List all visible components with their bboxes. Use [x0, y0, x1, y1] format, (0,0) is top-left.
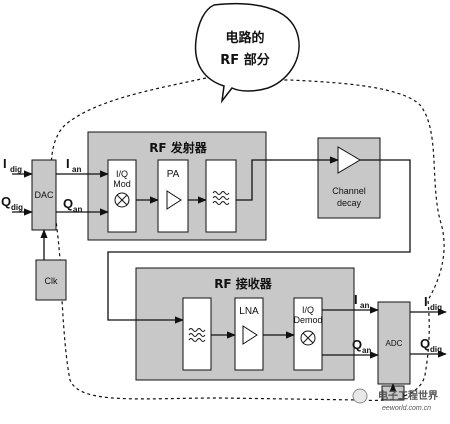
bubble-line1: 电路的 [225, 30, 264, 46]
rf-transmitter: RF 发射器 I/Q Mod PA [87, 131, 267, 241]
clk-block: Clk [35, 259, 67, 301]
svg-text:an: an [362, 346, 371, 355]
filter-icon [188, 328, 206, 342]
watermark-url: eeworld.com.cn [382, 405, 431, 412]
svg-text:dig: dig [430, 345, 442, 354]
rf-boundary-dashed [50, 74, 445, 402]
filter-icon [212, 191, 230, 205]
signal-label-q-dig-out: Q dig [420, 336, 442, 354]
rx-filter [182, 297, 212, 371]
svg-text:dig: dig [11, 203, 23, 212]
svg-text:an: an [72, 165, 81, 174]
adc-label: ADC [386, 339, 403, 348]
lna-label: LNA [239, 306, 259, 317]
clk-label: Clk [45, 276, 58, 286]
signal-label-q-an-in: Q an [63, 196, 82, 214]
svg-text:an: an [360, 301, 369, 310]
signal-label-i-dig-in: I dig [3, 156, 22, 174]
svg-text:I: I [3, 156, 7, 171]
signal-label-q-dig-in: Q dig [1, 194, 23, 212]
tx-filter [205, 159, 237, 233]
channel-label2: decay [337, 198, 362, 208]
iq-modulator: I/Q Mod [107, 159, 137, 233]
signal-label-i-dig-out: I dig [424, 294, 442, 312]
amplifier-icon [242, 325, 258, 345]
dac-label: DAC [34, 190, 54, 200]
dac-block: DAC [31, 159, 57, 231]
signal-wires [12, 156, 447, 393]
svg-text:Q: Q [352, 337, 362, 352]
bubble-line2: RF 部分 [220, 52, 269, 68]
iq-demod-label1: I/Q [302, 305, 314, 315]
signal-label-q-an-out: Q an [352, 337, 371, 355]
iq-mod-label1: I/Q [116, 169, 128, 179]
svg-text:I: I [66, 156, 70, 171]
svg-text:I: I [424, 294, 428, 309]
adc-block: ADC [377, 301, 411, 385]
watermark-logo-icon [352, 388, 368, 404]
iq-demodulator: I/Q Demod [293, 297, 323, 371]
signal-label-i-an-out: I an [354, 292, 369, 310]
mixer-icon [300, 330, 316, 346]
iq-mod-label2: Mod [113, 179, 131, 189]
channel-decay: Channel decay [317, 137, 381, 219]
transmitter-title: RF 发射器 [149, 140, 208, 155]
svg-text:Q: Q [63, 196, 73, 211]
eeworld-watermark: 电子工程世界 eeworld.com.cn [352, 388, 438, 412]
signal-label-i-an-in: I an [66, 156, 81, 174]
svg-text:Q: Q [420, 336, 430, 351]
amplifier-icon [166, 190, 182, 210]
svg-text:an: an [73, 205, 82, 214]
svg-text:dig: dig [430, 303, 442, 312]
rf-part-bubble: 电路的 RF 部分 [194, 2, 300, 104]
svg-text:dig: dig [10, 165, 22, 174]
channel-label1: Channel [332, 186, 366, 196]
mixer-icon [114, 192, 130, 208]
receiver-title: RF 接收器 [214, 276, 273, 291]
svg-text:Q: Q [1, 194, 11, 209]
svg-text:I: I [354, 292, 358, 307]
lna: LNA [234, 297, 264, 371]
watermark-brand: 电子工程世界 [378, 389, 438, 402]
power-amplifier: PA [157, 159, 189, 233]
pa-label: PA [167, 169, 180, 180]
iq-demod-label2: Demod [293, 315, 322, 325]
rf-receiver: RF 接收器 LNA I/Q Demod [135, 267, 355, 381]
